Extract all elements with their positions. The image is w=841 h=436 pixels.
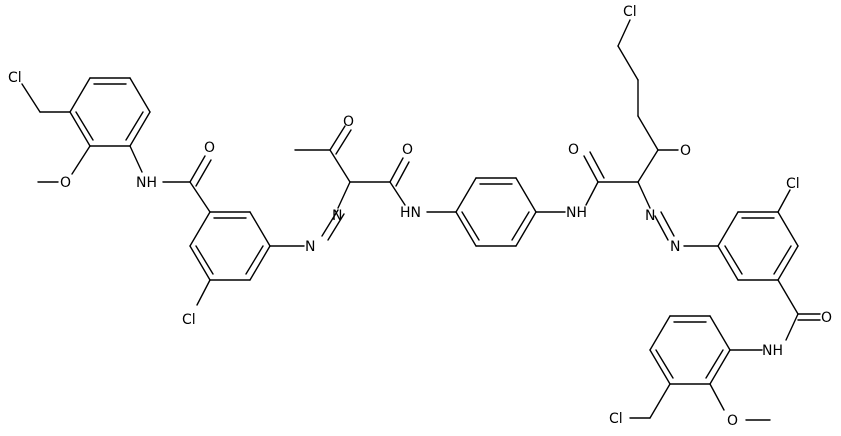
atom-o-amide-right: O	[821, 310, 832, 326]
atom-cl-bottom-right: Cl	[609, 411, 623, 427]
atom-o-amide-mid-left: O	[402, 142, 413, 158]
atom-n-azo-left-2: N	[332, 208, 342, 224]
left-central-ring	[189, 211, 271, 281]
atom-n-azo-right-1: N	[645, 208, 655, 224]
left-terminal-ring	[69, 77, 151, 147]
right-central-ring	[717, 211, 799, 281]
atom-o-methoxy-right: O	[727, 413, 738, 429]
atom-nh-mid-left: HN	[400, 205, 421, 221]
atom-nh-amide-right: NH	[762, 343, 783, 359]
atom-o-ketone-right: O	[680, 143, 691, 159]
atom-cl-top-right: Cl	[623, 4, 637, 20]
atom-nh-amide-left: NH	[136, 175, 157, 191]
atom-o-amide-left: O	[204, 140, 215, 156]
central-phenylene-ring	[455, 177, 537, 247]
atom-n-azo-right-2: N	[670, 239, 680, 255]
atom-n-azo-left-1: N	[305, 239, 315, 255]
atom-o-ketone-left: O	[343, 114, 354, 130]
right-terminal-ring	[649, 315, 731, 385]
atom-cl-top-left: Cl	[8, 70, 22, 86]
atom-o-methoxy-left: O	[60, 175, 71, 191]
atom-o-amide-mid-right: O	[568, 142, 579, 158]
atom-cl-ring-right: Cl	[786, 176, 800, 192]
atom-nh-mid-right: NH	[566, 205, 587, 221]
atom-cl-ring-left: Cl	[182, 312, 196, 328]
